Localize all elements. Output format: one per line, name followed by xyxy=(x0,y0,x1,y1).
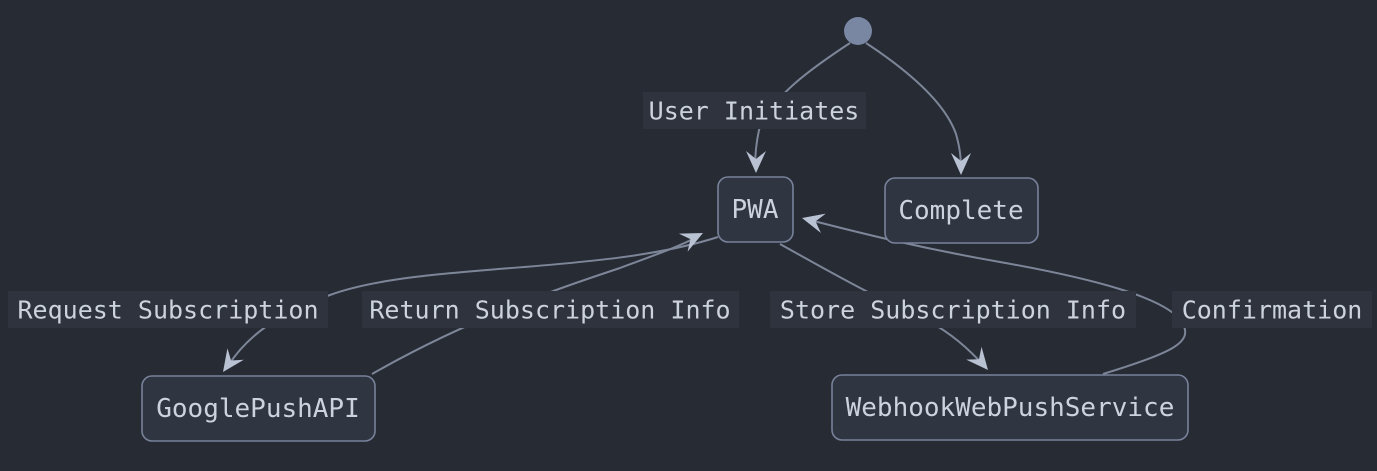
edge-label-bg-request-subscription xyxy=(8,291,328,328)
edge-label-bg-return-subscription-info xyxy=(362,291,739,328)
arrowhead-into-webhookwebpushservice-top xyxy=(966,346,988,370)
arrowhead-into-googlepushapi-top xyxy=(223,348,244,372)
state-node-label-pwa: PWA xyxy=(732,195,779,225)
arrowhead-into-pwa-top xyxy=(746,151,766,173)
transition-request-subscription-line xyxy=(227,236,719,367)
edge-label-confirmation: Confirmation xyxy=(1182,296,1363,325)
edge-label-request-subscription: Request Subscription xyxy=(17,296,318,325)
state-node-label-complete: Complete xyxy=(898,196,1023,226)
edge-labels: User Initiates Request Subscription Retu… xyxy=(8,92,1372,328)
arrowhead-into-pwa-right xyxy=(802,213,826,234)
state-node-complete xyxy=(884,177,1039,244)
transition-edges xyxy=(223,42,1187,375)
arrowhead-into-pwa-left xyxy=(678,233,703,252)
edge-label-bg-confirmation xyxy=(1172,291,1372,328)
state-node-label-webhookwebpushservice: WebhookWebPushService xyxy=(846,393,1175,423)
edge-label-store-subscription-info: Store Subscription Info xyxy=(780,296,1126,325)
transition-confirmation-line xyxy=(805,218,1187,375)
state-nodes: PWA Complete GooglePushAPI WebhookWebPus… xyxy=(141,17,1189,442)
edge-label-return-subscription-info: Return Subscription Info xyxy=(369,296,730,325)
arrowhead-into-complete-top xyxy=(951,153,971,175)
state-node-label-googlepushapi: GooglePushAPI xyxy=(156,394,360,424)
state-node-googlepushapi xyxy=(141,375,376,442)
state-node-webhookwebpushservice xyxy=(831,374,1189,441)
edge-label-bg-user-initiates xyxy=(643,92,866,129)
transition-return-subscription-info-line xyxy=(371,235,700,375)
edge-label-bg-store-subscription-info xyxy=(770,291,1136,328)
state-node-pwa xyxy=(717,176,794,243)
edge-label-user-initiates: User Initiates xyxy=(649,97,860,126)
start-state-dot xyxy=(844,17,872,45)
transition-start-to-complete-line xyxy=(865,42,962,172)
